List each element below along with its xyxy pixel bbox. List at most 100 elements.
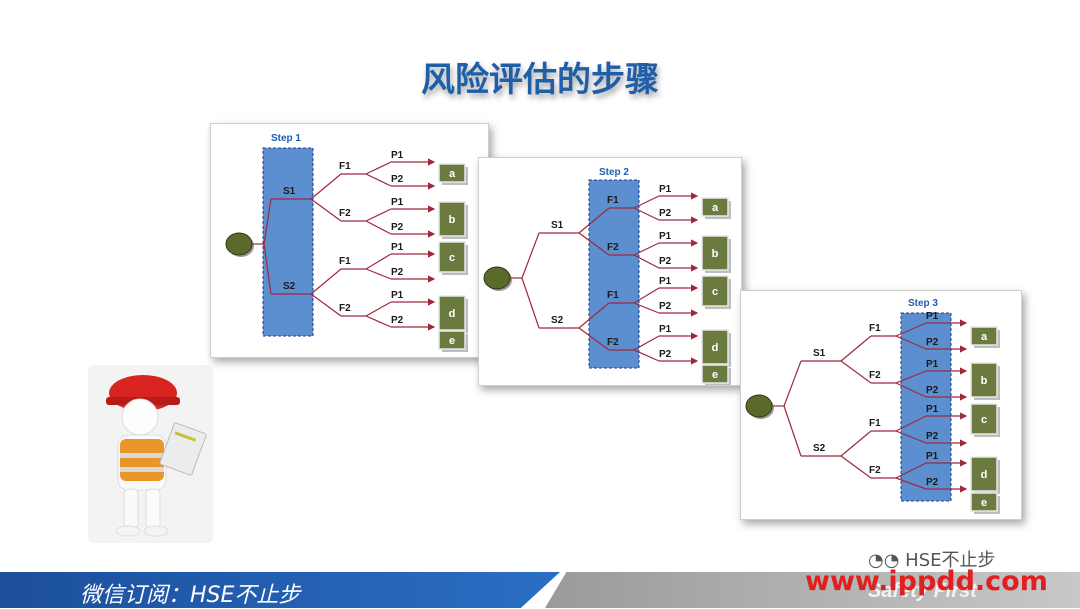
root-node bbox=[225, 232, 253, 256]
tree-node-s2: S2 bbox=[551, 315, 564, 326]
outcome-label-d: d bbox=[712, 342, 719, 354]
tree-node-f: F1 bbox=[607, 195, 619, 206]
branch-line bbox=[840, 430, 872, 457]
tree-node-f: F1 bbox=[339, 161, 351, 172]
branch-line bbox=[310, 173, 342, 200]
wechat-account-label: ◔◔ HSE不止步 bbox=[868, 550, 996, 571]
tree-node-s2: S2 bbox=[813, 443, 826, 454]
branch-line bbox=[895, 415, 927, 432]
tree-node-p: P2 bbox=[659, 256, 672, 267]
tree-node-f: F2 bbox=[869, 465, 881, 476]
branch-line bbox=[365, 268, 392, 280]
tree-node-f: F2 bbox=[869, 370, 881, 381]
outcome-label-b: b bbox=[981, 375, 988, 387]
tree-node-p: P2 bbox=[926, 385, 939, 396]
tree-node-p: P2 bbox=[391, 174, 404, 185]
outcome-box bbox=[701, 329, 729, 365]
step-label: Step 1 bbox=[271, 133, 301, 144]
outcome-box bbox=[701, 364, 729, 384]
outcome-box bbox=[701, 235, 729, 271]
tree-node-f: F2 bbox=[339, 208, 351, 219]
step-label: Step 3 bbox=[908, 298, 938, 309]
branch-line bbox=[895, 370, 927, 384]
tree-node-p: P1 bbox=[926, 404, 939, 415]
outcome-label-d: d bbox=[449, 308, 456, 320]
outcome-box bbox=[438, 241, 466, 273]
tree-node-s1: S1 bbox=[551, 220, 564, 231]
branch-line bbox=[263, 198, 272, 245]
branch-line bbox=[263, 243, 272, 295]
branch-line bbox=[578, 302, 610, 329]
outcome-label-a: a bbox=[449, 168, 456, 180]
tree-node-p: P1 bbox=[391, 290, 404, 301]
branch-line bbox=[783, 360, 802, 407]
outcome-box bbox=[970, 492, 998, 512]
tree-node-p: P2 bbox=[391, 222, 404, 233]
branch-line bbox=[840, 360, 872, 384]
branch-line bbox=[310, 293, 342, 317]
outcome-label-c: c bbox=[981, 414, 987, 426]
tree-node-p: P2 bbox=[926, 431, 939, 442]
branch-line bbox=[578, 327, 610, 351]
branch-line bbox=[521, 232, 540, 279]
tree-node-f: F2 bbox=[607, 337, 619, 348]
step-highlight-box bbox=[588, 179, 640, 369]
safety-vest bbox=[120, 439, 164, 481]
branch-line bbox=[365, 173, 392, 187]
branch-line bbox=[310, 268, 342, 295]
tree-node-p: P2 bbox=[391, 267, 404, 278]
clipboard bbox=[159, 422, 207, 476]
branch-line bbox=[633, 207, 660, 221]
tree-node-p: P1 bbox=[391, 197, 404, 208]
safety-worker-image bbox=[88, 365, 213, 543]
outcome-label-a: a bbox=[712, 202, 719, 214]
tree-node-p: P2 bbox=[926, 477, 939, 488]
branch-line bbox=[895, 382, 927, 398]
outcome-box bbox=[438, 163, 466, 183]
tree-node-p: P2 bbox=[659, 349, 672, 360]
tree-node-p: P2 bbox=[659, 301, 672, 312]
tree-node-f: F2 bbox=[607, 242, 619, 253]
tree-node-p: P1 bbox=[926, 359, 939, 370]
branch-line bbox=[578, 232, 610, 256]
step-highlight-box bbox=[900, 312, 952, 502]
outcome-label-e: e bbox=[449, 335, 455, 347]
tree-node-p: P1 bbox=[659, 184, 672, 195]
root-node bbox=[745, 394, 773, 418]
branch-line bbox=[310, 198, 342, 222]
outcome-label-b: b bbox=[449, 214, 456, 226]
tree-node-f: F1 bbox=[869, 418, 881, 429]
tree-node-f: F2 bbox=[339, 303, 351, 314]
branch-line bbox=[578, 207, 610, 234]
tree-node-p: P1 bbox=[659, 231, 672, 242]
outcome-label-c: c bbox=[712, 286, 718, 298]
tree-node-f: F1 bbox=[339, 256, 351, 267]
branch-line bbox=[895, 462, 927, 479]
footer-subscribe-text: 微信订阅：HSE不止步 bbox=[80, 583, 301, 608]
outcome-box bbox=[970, 403, 998, 435]
outcome-label-c: c bbox=[449, 252, 455, 264]
page-title: 风险评估的步骤 bbox=[421, 60, 659, 100]
tree-node-p: P1 bbox=[391, 150, 404, 161]
footer-bar: 微信订阅：HSE不止步 Safety First bbox=[0, 572, 1080, 608]
outcome-box bbox=[438, 330, 466, 350]
branch-line bbox=[633, 195, 660, 209]
branch-line bbox=[365, 315, 392, 328]
branch-line bbox=[633, 254, 660, 269]
outcome-label-e: e bbox=[981, 497, 987, 509]
branch-line bbox=[633, 349, 660, 362]
branch-line bbox=[365, 253, 392, 270]
tree-node-s2: S2 bbox=[283, 281, 296, 292]
branch-line bbox=[365, 161, 392, 175]
wechat-icon: ◔◔ bbox=[868, 550, 900, 571]
tree-node-p: P2 bbox=[659, 208, 672, 219]
tree-node-p: P1 bbox=[659, 276, 672, 287]
branch-line bbox=[521, 277, 540, 329]
footer-slogan: Safety First bbox=[868, 580, 977, 602]
branch-line bbox=[840, 335, 872, 362]
branch-line bbox=[895, 335, 927, 350]
